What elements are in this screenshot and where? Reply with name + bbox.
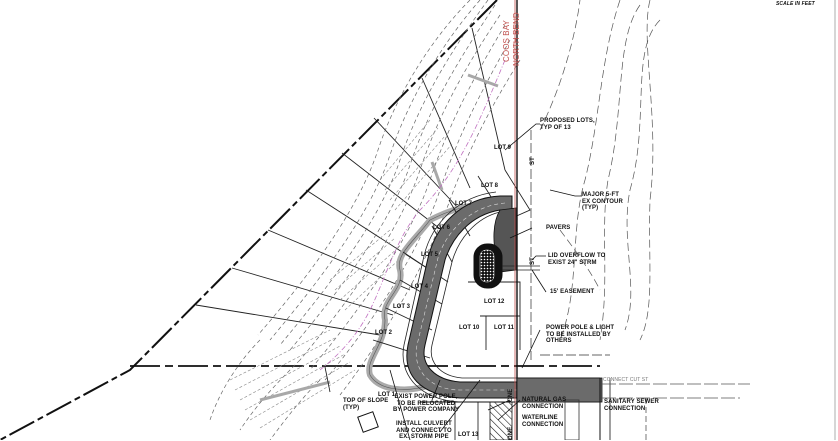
- lot-label: LOT 2: [375, 330, 393, 336]
- lot-label: LOT 8: [481, 183, 499, 189]
- setback-line: [319, 59, 506, 371]
- lot-label: LOT 7: [455, 201, 473, 207]
- lot-label: LOT 5: [421, 252, 439, 258]
- lot-label: LOT 13: [458, 432, 479, 438]
- jurisdiction-label-north-bend: NORTH BEND: [512, 12, 521, 66]
- street-label: ONE: [508, 388, 514, 402]
- lid-pond: [473, 243, 540, 289]
- callout-proposed-lots: PROPOSED LOTS, TYP OF 13: [540, 118, 595, 131]
- callout-top-of-slope: TOP OF SLOPE (TYP): [343, 398, 389, 411]
- road-centerline: [415, 202, 600, 391]
- callout-pavers: PAVERS: [546, 225, 571, 231]
- lot-label: LOT 11: [494, 325, 515, 331]
- callout-power-pole-light: POWER POLE & LIGHT TO BE INSTALLED BY OT…: [546, 325, 615, 344]
- lot-label: LOT 3: [393, 304, 411, 310]
- street-label: ST: [530, 157, 536, 165]
- callout-sanitary-sewer: SANITARY SEWER CONNECTION: [604, 399, 659, 412]
- road-paving: [406, 195, 601, 399]
- dense-slope-hatching: [229, 119, 453, 429]
- survey-lines: [195, 27, 506, 336]
- callout-natural-gas: NATURAL GAS CONNECTION: [522, 397, 567, 410]
- lot-label: LOT 12: [484, 299, 505, 305]
- property-boundary: [0, 0, 498, 440]
- existing-contours: [539, 0, 661, 341]
- street-label: ONE: [508, 426, 514, 440]
- callout-major-contour: MAJOR 5-FT EX CONTOUR (TYP): [582, 192, 623, 211]
- callout-connect-cut: CONNECT CUT ST: [603, 377, 649, 383]
- callout-waterline: WATERLINE CONNECTION: [522, 415, 564, 428]
- lot-label: LOT 9: [494, 145, 512, 151]
- lot-label: LOT 4: [411, 284, 429, 290]
- lot-label: LOT 6: [433, 225, 451, 231]
- connector-paving: [516, 377, 603, 403]
- street-label: ST: [530, 257, 536, 265]
- callout-easement: 15' EASEMENT: [550, 289, 595, 295]
- callout-install-culvert: INSTALL CULVERT AND CONNECT TO EX. STORM…: [396, 421, 452, 440]
- culvert-box: [357, 411, 379, 433]
- lot-label: LOT 10: [459, 325, 480, 331]
- callout-lid-overflow: LID OVERFLOW TO EXIST 24" STRM: [548, 253, 606, 266]
- slope-bands: [259, 73, 499, 402]
- lot-label: LOT 1: [378, 392, 396, 398]
- jurisdiction-label-coos-bay: COOS BAY: [502, 20, 511, 62]
- callout-exist-power-pole: EXIST POWER POLE, TO BE RELOCATED BY POW…: [393, 394, 460, 413]
- leader-lines: [324, 123, 582, 433]
- scale-label: SCALE IN FEET: [776, 1, 815, 7]
